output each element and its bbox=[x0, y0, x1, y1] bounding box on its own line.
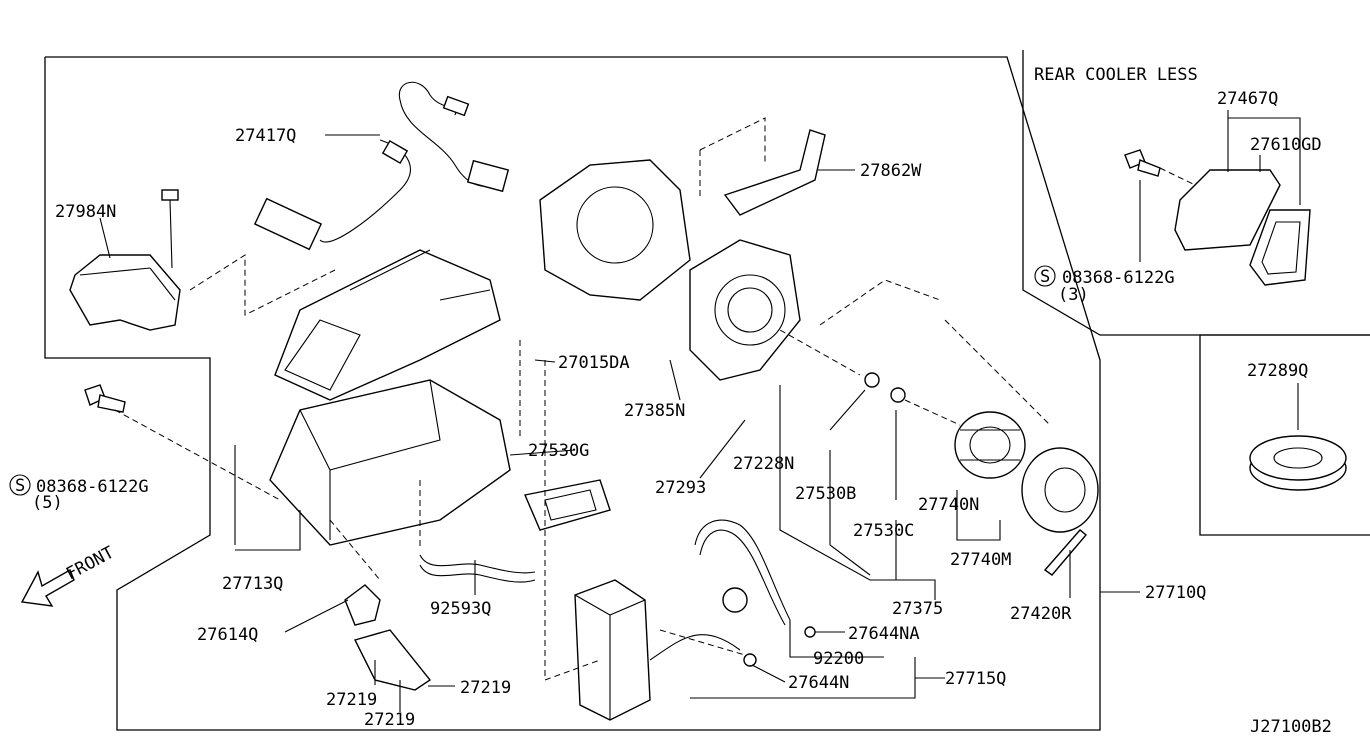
evaporator bbox=[574, 579, 741, 721]
ring-27530c bbox=[890, 387, 906, 403]
bolt-symbol: S bbox=[15, 476, 25, 496]
label-27530G: 27530G bbox=[528, 441, 589, 461]
blower-fan bbox=[954, 411, 1026, 479]
label-27219-b: 27219 bbox=[460, 678, 511, 698]
bracket bbox=[723, 129, 826, 216]
duct bbox=[69, 189, 181, 331]
rear-cover-plate bbox=[1174, 169, 1281, 251]
bolt-rear-quantity: (3) bbox=[1058, 285, 1089, 305]
grommet-frame bbox=[1199, 334, 1370, 536]
label-27644NA: 27644NA bbox=[848, 624, 920, 644]
label-92593Q: 92593Q bbox=[430, 599, 491, 619]
sensor bbox=[344, 584, 381, 626]
ring-27530b bbox=[864, 372, 880, 388]
label-27710Q: 27710Q bbox=[1145, 583, 1206, 603]
label-27984N: 27984N bbox=[55, 202, 116, 222]
bolt-rear-icon bbox=[1124, 149, 1161, 177]
label-27375: 27375 bbox=[892, 599, 943, 619]
rear-cooler-title: REAR COOLER LESS bbox=[1034, 65, 1198, 85]
label-27417Q: 27417Q bbox=[235, 126, 296, 146]
label-27420R: 27420R bbox=[1010, 604, 1072, 624]
ring-27644n bbox=[743, 653, 757, 667]
bolt-quantity: (5) bbox=[32, 493, 63, 513]
grommet bbox=[1249, 435, 1347, 491]
label-27293: 27293 bbox=[655, 478, 706, 498]
label-27530B: 27530B bbox=[795, 484, 856, 504]
label-27715Q: 27715Q bbox=[945, 669, 1006, 689]
label-27610GD: 27610GD bbox=[1250, 135, 1322, 155]
bolt-rear-part-number: 08368-6122G bbox=[1062, 268, 1175, 288]
label-27289Q: 27289Q bbox=[1247, 361, 1308, 381]
front-label: FRONT bbox=[63, 543, 118, 585]
label-27740N: 27740N bbox=[918, 495, 979, 515]
lower-case bbox=[269, 379, 511, 546]
label-27219-a: 27219 bbox=[326, 690, 377, 710]
bolt-symbol-circle bbox=[9, 474, 31, 496]
pipe bbox=[694, 519, 791, 626]
bolt-part-number: 08368-6122G bbox=[36, 477, 149, 497]
expansion-valve bbox=[722, 587, 748, 613]
ring-27644na bbox=[804, 626, 816, 638]
label-92200: 92200 bbox=[813, 649, 864, 669]
drain-hose bbox=[419, 554, 536, 583]
upper-case bbox=[274, 249, 501, 401]
blower-motor bbox=[1021, 447, 1099, 533]
label-27219-c: 27219 bbox=[364, 710, 415, 730]
rear-seal bbox=[1249, 209, 1311, 286]
label-27385N: 27385N bbox=[624, 401, 685, 421]
guide-lines bbox=[114, 117, 1196, 681]
diagram-code: J27100B2 bbox=[1250, 717, 1332, 736]
main-frame bbox=[44, 56, 1101, 731]
resistor bbox=[1043, 529, 1087, 576]
leader-lines bbox=[99, 110, 1301, 712]
bolt-icon bbox=[84, 384, 126, 413]
bolt-rear-symbol: S bbox=[1040, 267, 1050, 287]
front-arrow-icon bbox=[20, 568, 75, 607]
label-27713Q: 27713Q bbox=[222, 574, 283, 594]
actuator bbox=[353, 629, 432, 691]
blower-housing bbox=[539, 159, 801, 381]
label-27015DA: 27015DA bbox=[558, 353, 630, 373]
wire-harness bbox=[253, 81, 510, 251]
label-27644N: 27644N bbox=[788, 673, 849, 693]
label-27862W: 27862W bbox=[860, 161, 922, 181]
label-27740M: 27740M bbox=[950, 550, 1011, 570]
label-27530C: 27530C bbox=[853, 521, 914, 541]
label-27228N: 27228N bbox=[733, 454, 794, 474]
bolt-rear-symbol-circle bbox=[1034, 265, 1056, 287]
filter-plate bbox=[524, 479, 611, 531]
label-27614Q: 27614Q bbox=[197, 625, 258, 645]
label-27467Q: 27467Q bbox=[1217, 89, 1278, 109]
